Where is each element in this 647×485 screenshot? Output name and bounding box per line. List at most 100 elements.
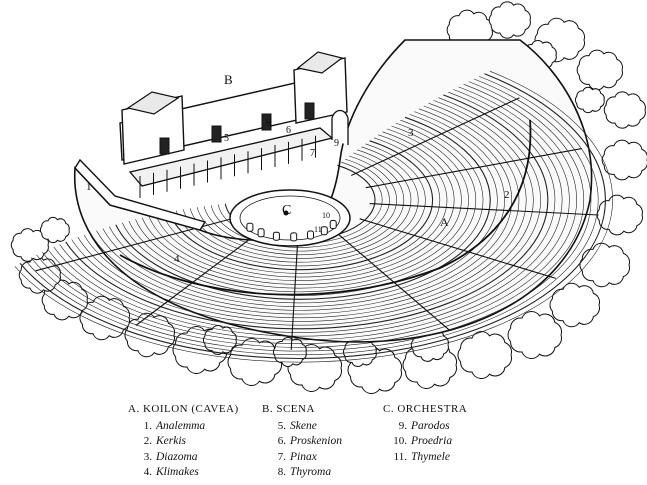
legend-term: Parodos (411, 419, 450, 432)
surrounding-trees (10, 1, 647, 394)
orchestra-floor (229, 189, 351, 247)
seat-row (14, 70, 613, 363)
tree-cluster (603, 91, 646, 129)
door (304, 102, 315, 120)
proedria-seat (320, 226, 328, 236)
legend-heading: B. SCENA (262, 403, 315, 415)
koilon-cavea (14, 39, 613, 363)
diazoma-walkway (119, 119, 532, 296)
thyroma-doors (159, 102, 315, 155)
legend-orchestra: C. ORCHESTRA 9. Parodos 10. Proedria 11. Th… (383, 402, 467, 465)
legend-item: 9. Parodos (383, 419, 467, 435)
legend-item: 7.Pinax (262, 450, 342, 466)
label-9: 9 (334, 138, 339, 149)
legend-item: 11. Thymele (383, 450, 467, 466)
legend-term: Analemma (156, 419, 206, 432)
door (261, 113, 272, 131)
seat-row (168, 140, 434, 271)
legend-term: Thymele (411, 450, 450, 463)
label-10: 10 (322, 211, 330, 220)
seat-row (83, 102, 527, 319)
legend-scena: B. SCENA 5. Skene 6. Proskenion 7.Pinax 8.… (262, 402, 342, 481)
door (159, 137, 170, 155)
seat-row (25, 76, 599, 356)
tree-cluster (272, 337, 307, 367)
tree-cluster (457, 331, 512, 379)
legend-item: 4. Klimakes (128, 465, 239, 481)
proedria-seat (329, 220, 337, 229)
diagram-labels: A B C 1 2 3 4 5 6 7 8 9 10 11 (86, 72, 510, 265)
stairway (359, 218, 556, 279)
stairway (334, 230, 450, 331)
tree-cluster (579, 242, 630, 288)
seat-row (196, 152, 405, 256)
seat-row (135, 125, 469, 289)
legend-item: 1. Analemma (128, 419, 239, 435)
legend-term: Klimakes (156, 466, 199, 478)
seat-row (189, 149, 412, 259)
seat-row (128, 122, 477, 293)
legend-term: Proedria (411, 435, 453, 447)
legend-number: 2. (143, 435, 152, 447)
seat-row (89, 105, 520, 315)
legend-term: Kerkis (156, 435, 187, 447)
seat-row (148, 131, 455, 281)
legend-heading: C. ORCHESTRA (383, 403, 468, 415)
stairway (369, 203, 599, 216)
tree-cluster (79, 295, 130, 341)
legend-item: 3. Diazoma (128, 450, 239, 466)
label-3: 3 (408, 127, 414, 139)
proedria-seat (246, 222, 254, 232)
legend-number: 11. (393, 450, 407, 463)
label-2: 2 (504, 189, 510, 201)
legend-term: Diazoma (156, 450, 198, 463)
seat-row (141, 128, 462, 285)
label-8: 8 (266, 118, 271, 129)
legend-number: 3. (143, 450, 152, 463)
tree-cluster (41, 279, 88, 321)
skene-right-tower-roof (296, 51, 344, 74)
seat-row (109, 114, 498, 304)
legend-item: 8. Thyroma (262, 465, 342, 481)
stairway (290, 235, 299, 350)
legend-item: 6. Proskenion (262, 434, 342, 450)
seat-row (102, 111, 505, 307)
legend-koilon: A. KOILON (CAVEA) 1.Analemma 2.Kerkis 3.… (128, 402, 239, 481)
tree-cluster (549, 282, 600, 328)
legend-term: Thyroma (290, 466, 332, 478)
seat-row (59, 91, 556, 333)
stairway (365, 148, 582, 189)
seat-row (203, 155, 397, 252)
legend-number: 4. (143, 466, 152, 478)
seat-row (77, 100, 534, 322)
seat-row (53, 89, 563, 337)
door (211, 125, 222, 143)
legend-number: 1. (143, 419, 152, 432)
legend-item: 2. Kerkis (128, 434, 239, 450)
legend-number: 9. (398, 419, 407, 432)
seat-row (47, 86, 570, 341)
legend-term: Proskenion (290, 435, 342, 447)
seat-row (42, 83, 577, 344)
legend-term: Skene (290, 419, 317, 432)
orchestra-inner-ring (239, 195, 341, 241)
seat-row (162, 137, 441, 274)
label-5: 5 (224, 133, 229, 144)
seat-row (96, 108, 513, 311)
legend-number: 10. (393, 435, 407, 447)
parodos-gate (331, 109, 349, 145)
tree-cluster (39, 216, 70, 244)
tree-cluster (507, 311, 562, 359)
seat-row (175, 143, 426, 267)
theatre-illustration: A B C 1 2 3 4 5 6 7 8 9 10 11 (10, 1, 647, 394)
proedria-seat (257, 228, 265, 238)
seat-row (65, 94, 549, 330)
seat-row (182, 146, 419, 263)
tree-cluster (124, 312, 175, 358)
orchestra (229, 189, 351, 247)
legend-number: 8. (277, 466, 286, 478)
legend-number: 6. (277, 435, 286, 447)
seat-row (210, 158, 390, 248)
seat-rows (14, 70, 613, 363)
legend-number: 5. (277, 419, 286, 432)
